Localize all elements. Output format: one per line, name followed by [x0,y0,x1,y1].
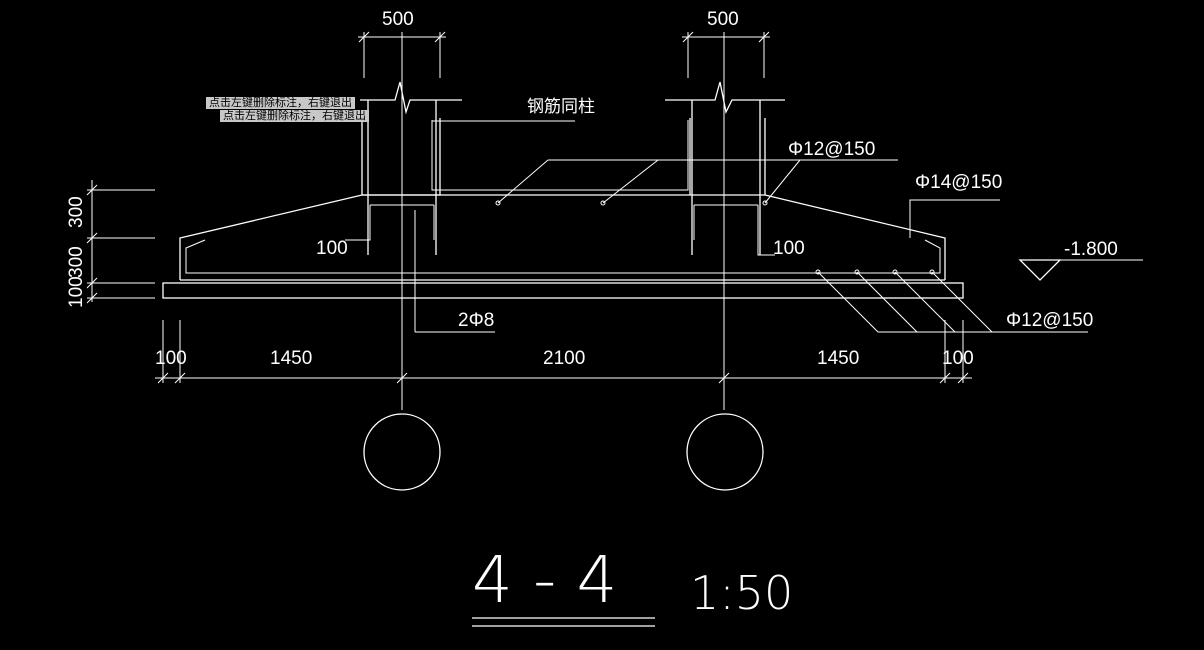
top-rebar-label: Φ12@150 [788,139,875,160]
column-width-right-label: 500 [707,9,739,30]
dimension-label: 100 [942,348,974,369]
cad-tooltip: 点击左键删除标注，右键退出 [206,97,355,109]
embed-right-label: 100 [773,238,805,259]
height-top-label: 300 [66,196,87,228]
dimension-label: 2100 [543,348,585,369]
foundation-slab [162,282,964,299]
embed-left-label: 100 [316,238,348,259]
section-scale: 1:50 [690,566,793,620]
elevation-label: -1.800 [1064,239,1118,260]
column-width-left-label: 500 [382,9,414,30]
elevation-symbol [1018,259,1062,281]
cad-tooltip: 点击左键删除标注，右键退出 [220,110,369,122]
bottom-rebar-label: Φ12@150 [1006,310,1093,331]
pile-left [363,413,441,491]
break-line-right [665,81,785,114]
height-bottom-label: 100 [66,276,87,308]
pile-right [686,413,764,491]
height-mid-label: 300 [66,246,87,278]
dimension-label: 100 [155,348,187,369]
dimension-label: 1450 [817,348,859,369]
break-line-left [360,81,462,115]
dimension-label: 1450 [270,348,312,369]
section-title: 4 - 4 [472,544,617,618]
stirrup-label: 2Φ8 [458,310,494,331]
edge-rebar-label: Φ14@150 [915,172,1002,193]
rebar-same-as-column-label: 钢筋同柱 [527,97,595,116]
